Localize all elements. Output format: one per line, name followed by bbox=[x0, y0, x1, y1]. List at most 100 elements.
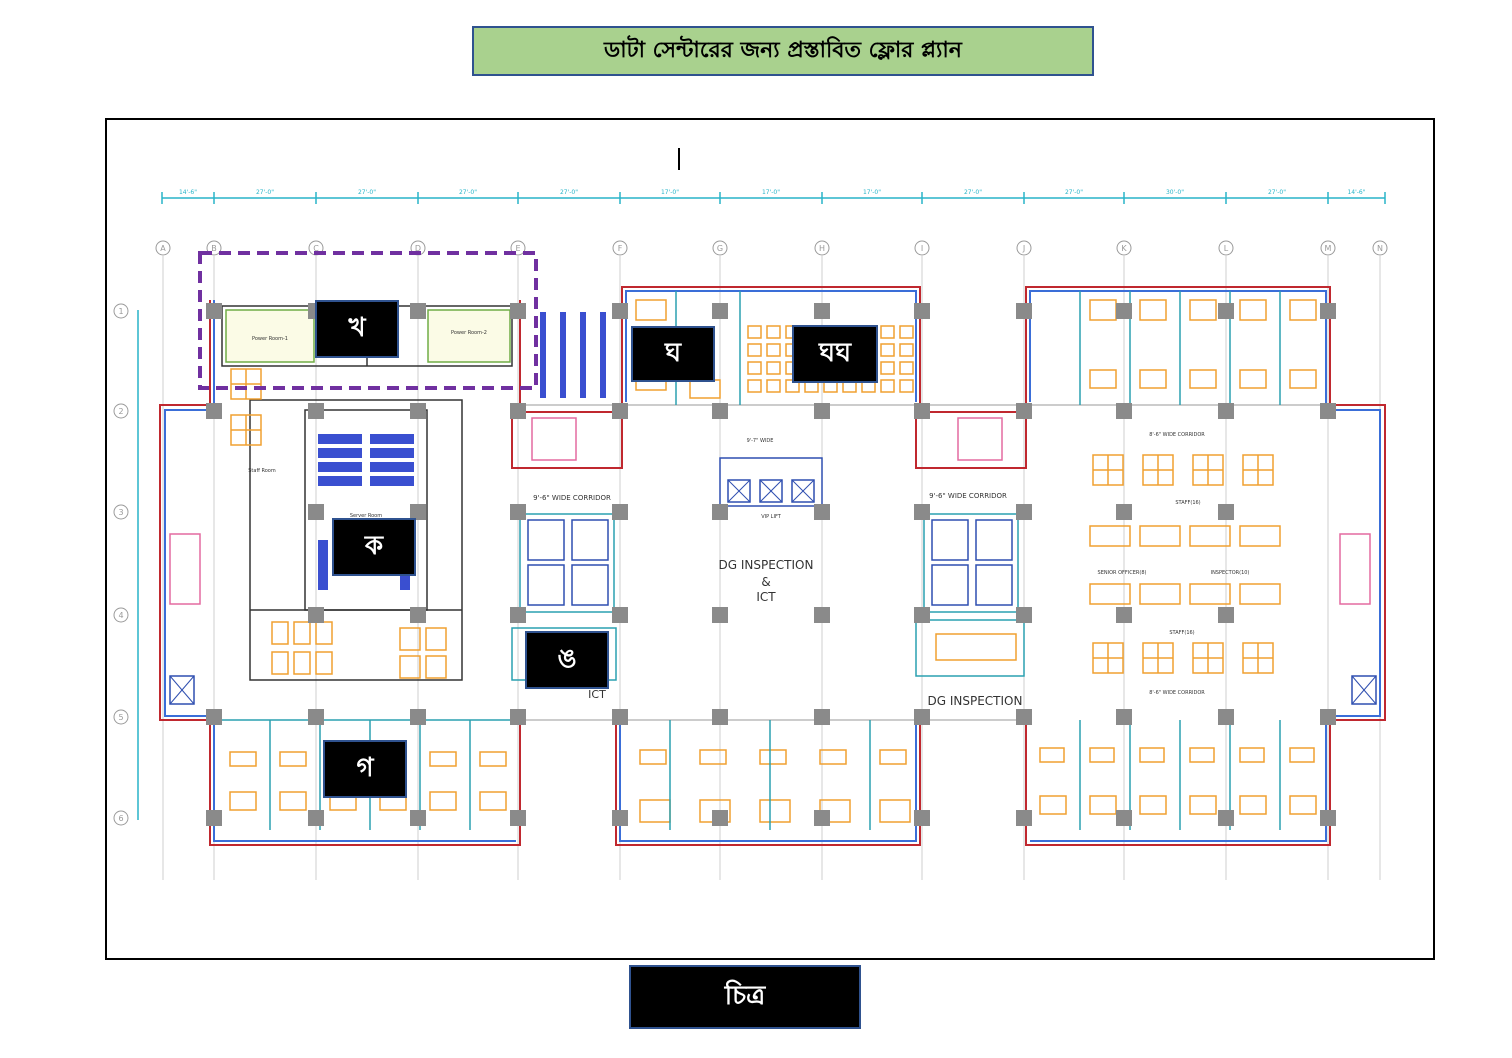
structural-column bbox=[712, 709, 728, 725]
conference-room-outline bbox=[915, 619, 1025, 677]
structural-column bbox=[308, 607, 324, 623]
grid-marker bbox=[113, 504, 129, 520]
grid-label: 5 bbox=[118, 713, 123, 722]
corridor-bottom-right-label: 8'-6" WIDE CORRIDOR bbox=[1149, 690, 1205, 696]
structural-column bbox=[914, 504, 930, 520]
structural-column bbox=[612, 504, 628, 520]
dimension-label: 27'-0" bbox=[560, 189, 578, 196]
desk bbox=[759, 749, 787, 765]
desk bbox=[689, 379, 721, 399]
desk bbox=[747, 361, 762, 375]
desk bbox=[293, 651, 311, 675]
desk bbox=[879, 799, 911, 823]
structural-column bbox=[914, 303, 930, 319]
staff-upper-label: STAFF(16) bbox=[1175, 500, 1200, 506]
grid-marker bbox=[612, 240, 628, 256]
desk bbox=[899, 379, 914, 393]
desk bbox=[279, 791, 307, 811]
zone-label-umo: ঙ bbox=[525, 631, 609, 689]
desk bbox=[759, 799, 791, 823]
grid-label: C bbox=[313, 244, 319, 253]
desk bbox=[1189, 369, 1217, 389]
desk bbox=[1189, 299, 1217, 321]
dimension-label: 30'-0" bbox=[1166, 189, 1184, 196]
grid-marker bbox=[113, 607, 129, 623]
desk bbox=[766, 343, 781, 357]
structural-column bbox=[612, 810, 628, 826]
structural-column bbox=[206, 403, 222, 419]
structural-column bbox=[712, 303, 728, 319]
desk bbox=[639, 749, 667, 765]
corridor-left-label: 9'-6" WIDE CORRIDOR bbox=[533, 494, 611, 502]
senior-officer-label: SENIOR OFFICER(8) bbox=[1098, 570, 1147, 576]
desk bbox=[1139, 795, 1167, 815]
desk bbox=[1239, 369, 1267, 389]
desk bbox=[479, 791, 507, 811]
structural-column bbox=[1218, 607, 1234, 623]
desk bbox=[1239, 583, 1281, 605]
vip-lift-label: VIP LIFT bbox=[761, 514, 782, 520]
grid-marker bbox=[1016, 240, 1032, 256]
structural-column bbox=[712, 810, 728, 826]
structural-column bbox=[510, 810, 526, 826]
dimension-ticks: 14'-6"27'-0"27'-0"27'-0"27'-0"17'-0"17'-… bbox=[161, 189, 1386, 204]
structural-column bbox=[814, 403, 830, 419]
desk bbox=[1139, 583, 1181, 605]
desk bbox=[1089, 583, 1131, 605]
desk bbox=[766, 361, 781, 375]
lift-crosses bbox=[169, 479, 1377, 705]
staff-lower-label: STAFF(16) bbox=[1169, 630, 1194, 636]
desk bbox=[1039, 747, 1065, 763]
dimension-label: 17'-0" bbox=[863, 189, 881, 196]
grid-label: 6 bbox=[118, 814, 123, 823]
desk bbox=[479, 751, 507, 767]
desk bbox=[293, 621, 311, 645]
structural-column bbox=[308, 709, 324, 725]
stairs bbox=[169, 417, 1371, 605]
structural-column bbox=[1218, 303, 1234, 319]
desk bbox=[229, 791, 257, 811]
desk bbox=[1139, 299, 1167, 321]
grid-label: L bbox=[1224, 244, 1229, 253]
ampersand-label: & bbox=[761, 575, 770, 589]
structural-column bbox=[712, 607, 728, 623]
desk bbox=[315, 621, 333, 645]
desk bbox=[899, 325, 914, 339]
structural-column bbox=[1218, 709, 1234, 725]
structural-column bbox=[1116, 607, 1132, 623]
structural-column bbox=[206, 709, 222, 725]
dimension-label: 17'-0" bbox=[762, 189, 780, 196]
desk bbox=[635, 299, 667, 321]
dimension-label: 14'-6" bbox=[179, 189, 197, 196]
grid-marker bbox=[113, 810, 129, 826]
grid-marker bbox=[113, 403, 129, 419]
desk bbox=[279, 751, 307, 767]
zone-kha-highlight bbox=[198, 251, 538, 390]
desk bbox=[639, 799, 671, 823]
desk bbox=[1189, 747, 1215, 763]
desk bbox=[1239, 747, 1265, 763]
grid-label: A bbox=[160, 244, 166, 253]
grid-label: 3 bbox=[118, 508, 123, 517]
conference-table bbox=[935, 633, 1017, 661]
structural-column bbox=[1116, 504, 1132, 520]
structural-column bbox=[814, 303, 830, 319]
grid-marker bbox=[155, 240, 171, 256]
structural-column bbox=[410, 607, 426, 623]
desk bbox=[399, 655, 421, 679]
structural-column bbox=[410, 403, 426, 419]
desk bbox=[429, 791, 457, 811]
grid-label: K bbox=[1121, 244, 1127, 253]
lift-cores bbox=[169, 457, 1377, 705]
dg-inspection-ict-label: DG INSPECTION bbox=[719, 558, 814, 572]
zone-label-ghagha: ঘঘ bbox=[792, 325, 878, 383]
structural-column bbox=[1116, 303, 1132, 319]
grid-marker bbox=[1218, 240, 1234, 256]
power-room-1-label: Power Room-1 bbox=[252, 336, 288, 342]
grid-label: F bbox=[618, 244, 623, 253]
structural-column bbox=[410, 303, 426, 319]
grid-marker bbox=[113, 709, 129, 725]
zone-label-kha: খ bbox=[315, 300, 399, 358]
desk bbox=[1289, 369, 1317, 389]
